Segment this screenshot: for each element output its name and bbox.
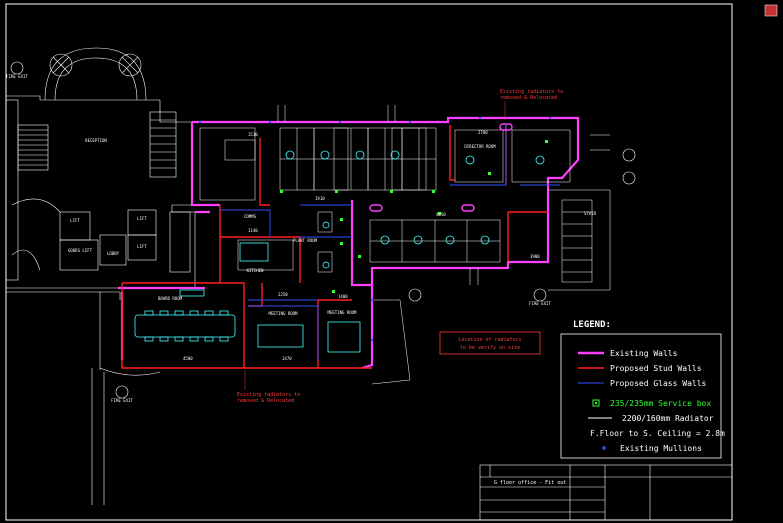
room-label-lift-1: LIFT <box>70 218 80 223</box>
room-label-director: DIRECTOR ROOM <box>464 144 496 149</box>
mullions <box>198 116 552 342</box>
room-label-fire-exit-2: FIRE EXIT <box>111 398 133 403</box>
legend-radiator-label: 2200/160mm Radiator <box>622 414 714 423</box>
dimension-8: 1140 <box>248 228 258 233</box>
dimension-1: 1510 <box>248 132 258 137</box>
tables <box>134 150 545 353</box>
dimension-5: 2780 <box>478 130 488 135</box>
proposed-stud-walls <box>121 125 548 369</box>
room-label-goods-lift: GOODS LIFT <box>68 248 93 253</box>
dimension-2: 4500 <box>183 356 193 361</box>
room-label-fire-exit-1: FIRE EXIT <box>6 74 28 79</box>
room-label-kitchen: KITCHEN <box>247 268 264 273</box>
sheet-border <box>5 3 733 521</box>
legend-mullion-label: Existing Mullions <box>620 444 702 453</box>
legend-glass-walls-label: Proposed Glass Walls <box>610 379 707 388</box>
dimension-7: 1910 <box>315 196 325 201</box>
dimension-3: 1470 <box>282 356 292 361</box>
legend-existing-walls-label: Existing Walls <box>610 349 678 358</box>
room-label-lift-2: LIFT <box>137 216 147 221</box>
legend-mullion-swatch <box>602 446 606 450</box>
viewport-icon[interactable] <box>764 4 778 17</box>
legend-title: LEGEND: <box>573 320 611 330</box>
room-label-lift-3: LIFT <box>137 244 147 249</box>
room-label-board-room: BOARD ROOM <box>158 296 183 301</box>
room-label-meeting-2: MEETING ROOM <box>328 310 357 315</box>
dimension-9: 4050 <box>436 212 446 217</box>
room-label-comms: COMMS <box>244 214 257 219</box>
radiator-note-bottom-1: Existing radiators to <box>237 392 300 398</box>
note-line-2: to be verify on site <box>460 345 520 351</box>
dimension-4: 1400 <box>338 294 348 299</box>
dimension-10: 2250 <box>278 292 288 297</box>
legend-service-box-dot <box>595 402 597 404</box>
existing-building <box>5 47 196 505</box>
legend-stud-walls-label: Proposed Stud Walls <box>610 364 702 373</box>
radiator-note-top-1: Existing radiators to <box>500 89 563 95</box>
markers <box>10 61 636 399</box>
dimension-6: 3900 <box>530 254 540 259</box>
furniture <box>199 105 611 385</box>
pills <box>369 123 513 212</box>
service-boxes <box>280 140 548 293</box>
room-label-fire-exit-3: FIRE EXIT <box>529 301 551 306</box>
radiator-note-bottom-2: removed & Relocated <box>237 398 294 404</box>
room-label-reception: RECEPTION <box>85 138 107 143</box>
room-label-lobby: LOBBY <box>107 251 120 256</box>
legend-service-box-label: 235/235mm Service box <box>610 399 711 408</box>
legend-box <box>560 333 722 459</box>
note-box <box>439 331 541 355</box>
room-label-meeting-1: MEETING ROOM <box>269 311 298 316</box>
title-block-text: G floor office - Fit out <box>494 480 566 486</box>
radiator-note-top-2: removed & Relocated <box>500 95 557 101</box>
legend-ceiling-label: F.Floor to S. Ceiling = 2.8m <box>590 429 725 438</box>
room-label-plant: PLANT ROOM <box>293 238 318 243</box>
proposed-glass-walls <box>220 125 560 360</box>
note-line-1: Location of radiators <box>458 337 521 343</box>
title-block <box>479 464 733 521</box>
room-label-stair: STAIR <box>584 211 597 216</box>
legend-service-box-swatch <box>592 399 600 407</box>
